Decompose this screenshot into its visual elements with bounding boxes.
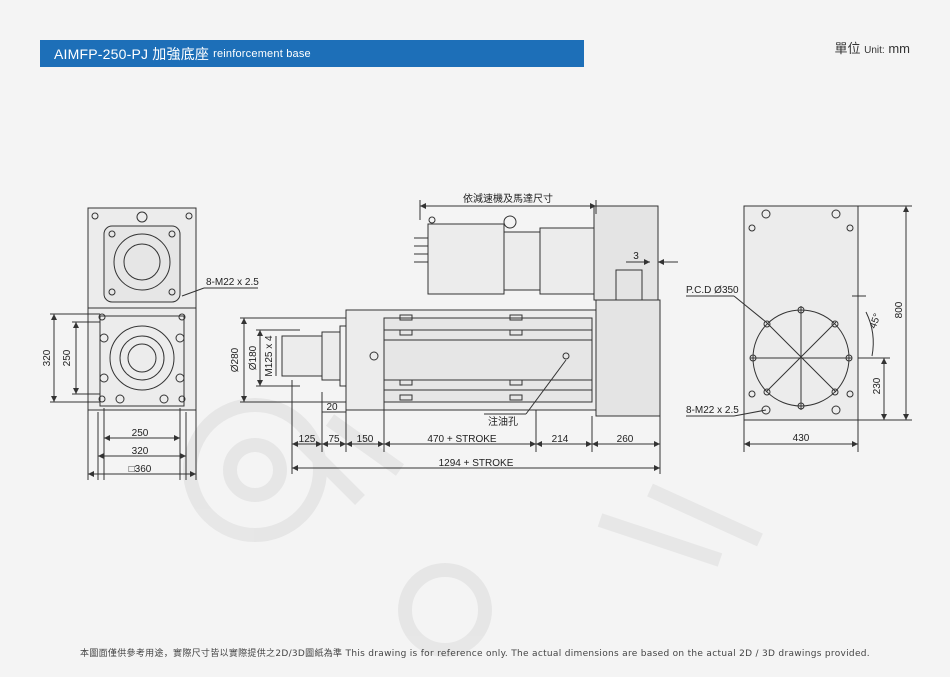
dim-20: 20 (326, 402, 338, 413)
left-dim-320-h: 320 (132, 446, 149, 457)
oil-hole-note: 注油孔 (488, 415, 518, 428)
right-view (686, 205, 912, 452)
dim-75: 75 (328, 434, 340, 445)
unit-value: mm (888, 41, 910, 56)
dim-430: 430 (793, 433, 810, 444)
dim-150: 150 (357, 434, 374, 445)
left-dim-250-h: 250 (132, 428, 149, 439)
pcd-note: P.C.D Ø350 (686, 285, 739, 296)
dim-3: 3 (633, 251, 639, 262)
dim-125: 125 (299, 434, 316, 445)
left-dim-360-h: □360 (129, 464, 152, 475)
page-title: AIMFP-250-PJ 加強底座 (54, 45, 210, 62)
angle-45: 45° (868, 312, 884, 330)
dim-470-stroke: 470 + STROKE (427, 434, 497, 445)
dim-m125: M125 x 4 (264, 335, 275, 377)
dim-d280: Ø280 (230, 347, 241, 372)
left-dim-320-v: 320 (42, 349, 53, 366)
dim-214: 214 (552, 434, 569, 445)
footer-disclaimer: 本圖面僅供參考用途，實際尺寸皆以實際提供之2D/3D圖紙為準 This draw… (80, 649, 870, 659)
unit-label: 單位 Unit: mm (835, 38, 911, 57)
watermark (183, 398, 763, 657)
dim-800: 800 (894, 301, 905, 318)
side-view (240, 200, 678, 474)
title-bar: AIMFP-250-PJ 加強底座 reinforcement base (40, 40, 584, 67)
unit-label-cn: 單位 (834, 41, 861, 56)
left-view (50, 207, 258, 480)
left-bolt-note: 8-M22 x 2.5 (206, 277, 259, 288)
motor-note: 依減速機及馬達尺寸 (463, 192, 553, 205)
dim-260: 260 (617, 434, 634, 445)
dim-d180: Ø180 (248, 345, 259, 370)
left-dim-250-v: 250 (62, 349, 73, 366)
page-subtitle: reinforcement base (213, 47, 311, 60)
unit-label-en: Unit: (864, 45, 885, 56)
right-bolt-note: 8-M22 x 2.5 (686, 405, 739, 416)
dim-1294-stroke: 1294 + STROKE (439, 458, 514, 469)
dim-230: 230 (872, 377, 883, 394)
